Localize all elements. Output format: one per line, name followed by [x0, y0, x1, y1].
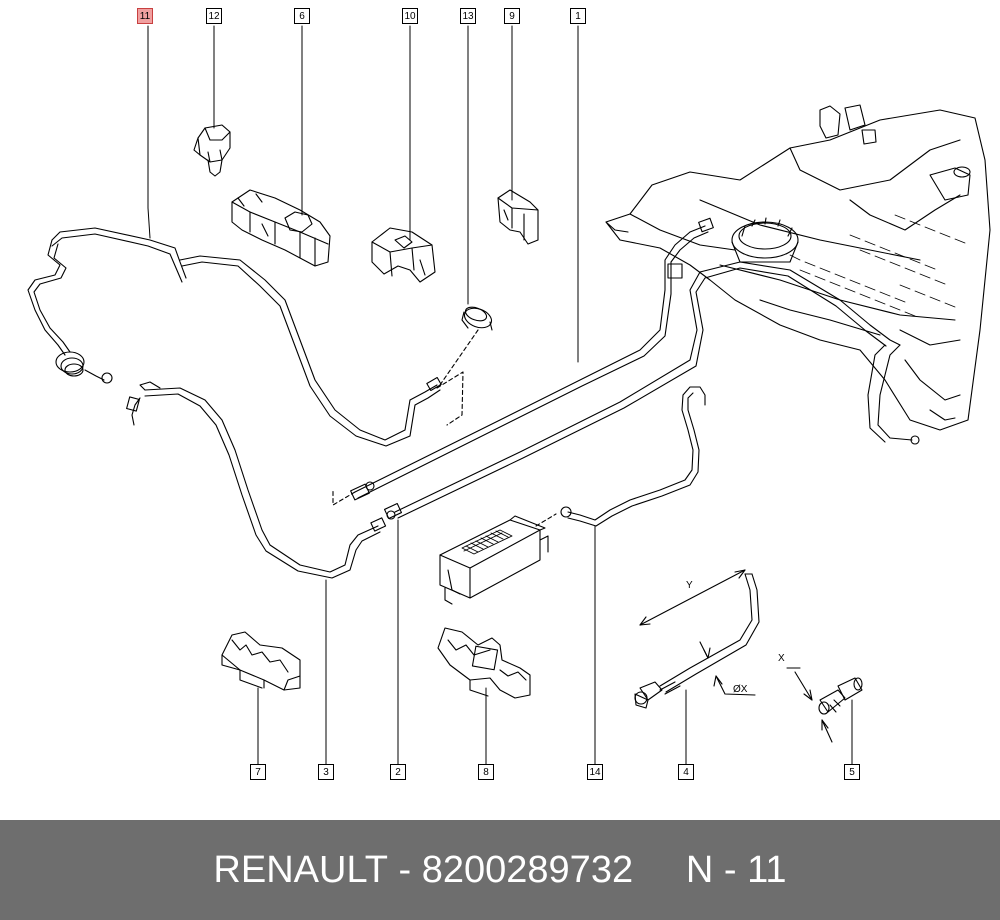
pipe-3-drawing	[126, 381, 396, 579]
dimension-x-label: X	[778, 653, 785, 664]
caption-separator: -	[387, 848, 422, 891]
callout-13: 13	[460, 8, 476, 24]
clip-9-drawing	[497, 189, 539, 245]
callout-14: 14	[587, 764, 603, 780]
part-4-drawing	[634, 569, 760, 709]
footer-bar: RENAULT - 8200289732 N - 11	[0, 820, 1000, 920]
dimension-y-label: Y	[686, 580, 693, 591]
fuel-tank-drawing	[605, 104, 991, 445]
clip-8-drawing	[437, 627, 531, 699]
pipe-1-drawing	[332, 217, 714, 506]
callout-6: 6	[294, 8, 310, 24]
callout-9: 9	[504, 8, 520, 24]
clip-10-drawing	[371, 227, 436, 283]
callout-1: 1	[570, 8, 586, 24]
leader-lines	[147, 25, 853, 765]
callout-8: 8	[478, 764, 494, 780]
clip-6-drawing	[231, 189, 331, 267]
part-5-drawing	[786, 667, 863, 743]
footer-caption: RENAULT - 8200289732 N - 11	[0, 820, 1000, 920]
clip-7-drawing	[221, 631, 301, 691]
callout-5: 5	[844, 764, 860, 780]
pipe-2-drawing	[383, 261, 901, 520]
clip-12-drawing	[193, 124, 231, 177]
callout-3: 3	[318, 764, 334, 780]
part-number: 8200289732	[421, 848, 634, 891]
callout-10: 10	[402, 8, 418, 24]
callout-2: 2	[390, 764, 406, 780]
clip-13-drawing	[461, 306, 493, 331]
callout-12: 12	[206, 8, 222, 24]
callout-4: 4	[678, 764, 694, 780]
caption-gap	[633, 849, 686, 892]
dimension-diameter-label: ØX	[733, 684, 748, 695]
canister-drawing	[439, 515, 549, 605]
parts-diagram	[27, 25, 991, 765]
callout-11: 11	[137, 8, 153, 24]
brand-name: RENAULT	[213, 848, 388, 891]
position-reference: N - 11	[685, 848, 787, 891]
callout-7: 7	[250, 764, 266, 780]
pipe-14-drawing	[535, 386, 706, 527]
pipe-11-drawing	[27, 227, 479, 447]
